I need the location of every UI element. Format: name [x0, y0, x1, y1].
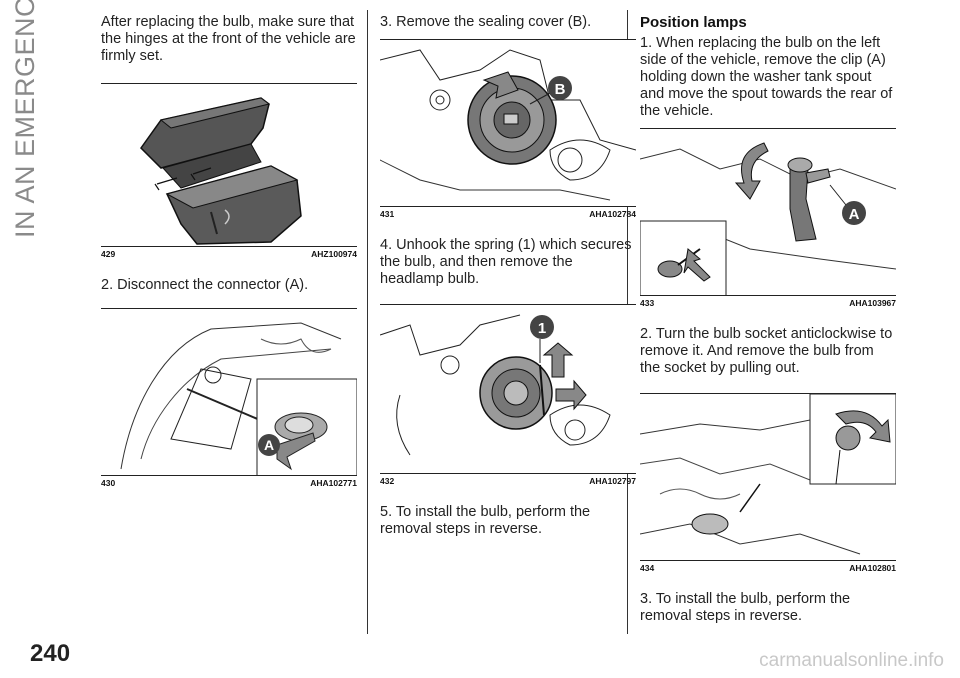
- sealing-cover-illustration: B: [380, 49, 636, 201]
- step-2-text: 2. Turn the bulb socket anticlockwise to…: [640, 326, 893, 376]
- figure-434: [640, 393, 896, 561]
- intro-text: After replacing the bulb, make sure that…: [101, 14, 356, 64]
- figure-433: A: [640, 128, 896, 296]
- column-1: After replacing the bulb, make sure that…: [101, 14, 357, 488]
- step-2-text: 2. Disconnect the connector (A).: [101, 277, 309, 293]
- step-3-text: 3. To install the bulb, perform the remo…: [640, 591, 851, 624]
- figure-430: A: [101, 308, 357, 476]
- washer-spout-illustration: A: [640, 142, 896, 295]
- figure-429-caption: 429 AHZ100974: [101, 249, 357, 259]
- section-heading: Position lamps: [640, 14, 747, 31]
- spring-unhook-illustration: 1: [380, 314, 611, 456]
- figure-433-caption: 433 AHA103967: [640, 298, 896, 308]
- figure-432-caption: 432 AHA102797: [380, 476, 636, 486]
- marker-1-label: 1: [538, 320, 546, 337]
- column-2: 3. Remove the sealing cover (B). B 431 A…: [380, 14, 636, 538]
- column-divider: [367, 10, 368, 634]
- figure-434-caption: 434 AHA102801: [640, 563, 896, 573]
- figure-431-caption: 431 AHA102784: [380, 209, 636, 219]
- fusebox-illustration: [140, 97, 302, 245]
- step-3-text: 3. Remove the sealing cover (B).: [380, 14, 592, 30]
- marker-b-label: B: [555, 81, 566, 98]
- figure-429: [101, 83, 357, 247]
- section-title: IN AN EMERGENCY: [10, 0, 40, 238]
- step-1-text: 1. When replacing the bulb on the left s…: [640, 35, 893, 119]
- marker-a-label: A: [849, 206, 860, 223]
- bulb-socket-illustration: [640, 394, 896, 555]
- step-4-text: 4. Unhook the spring (1) which secures t…: [380, 237, 632, 287]
- watermark: carmanualsonline.info: [759, 650, 944, 671]
- step-5-text: 5. To install the bulb, perform the remo…: [380, 504, 591, 537]
- figure-430-caption: 430 AHA102771: [101, 478, 357, 488]
- engine-bay-connector-illustration: A: [120, 322, 357, 475]
- figure-431: B: [380, 39, 636, 207]
- figure-432: 1: [380, 304, 636, 474]
- column-3: Position lamps 1. When replacing the bul…: [640, 14, 896, 625]
- page-number: 240: [30, 640, 71, 667]
- marker-a-label: A: [264, 437, 274, 453]
